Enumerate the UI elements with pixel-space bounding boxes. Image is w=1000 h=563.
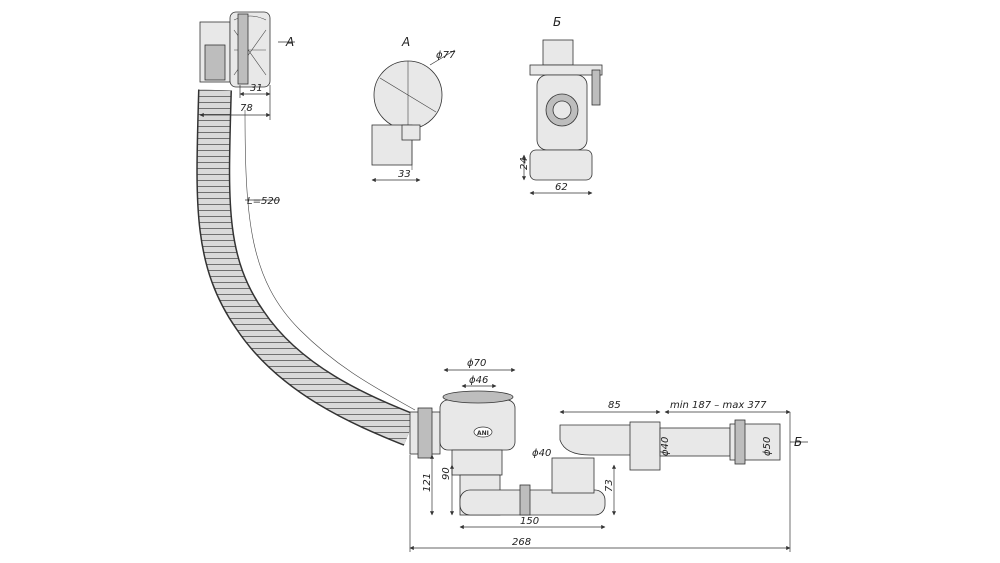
- dim-24: 24: [519, 157, 530, 170]
- dim-85: 85: [608, 400, 621, 411]
- dim-62: 62: [555, 182, 568, 193]
- overflow-assembly: [199, 11, 271, 88]
- dim-hose-length: L=520: [247, 196, 280, 207]
- waste-trap-assembly: [409, 390, 781, 516]
- waste-logo: ANI: [473, 426, 493, 438]
- dim-121: 121: [422, 473, 433, 492]
- view-a: [371, 49, 456, 183]
- dim-70: ϕ70: [467, 358, 486, 369]
- dim-range: min 187 – max 377: [670, 400, 767, 411]
- view-a-title: A: [401, 35, 410, 49]
- dim-73: 73: [604, 479, 615, 492]
- overflow-dims: [199, 41, 295, 201]
- view-marker-a: A: [285, 35, 294, 49]
- dim-78: 78: [240, 103, 253, 114]
- logo-text: ANI: [477, 430, 489, 437]
- dim-50: ϕ50: [762, 437, 773, 456]
- dim-40-b: ϕ40: [660, 437, 671, 456]
- dim-90: 90: [441, 467, 452, 480]
- dim-77: ϕ77: [436, 50, 456, 61]
- dim-46: ϕ46: [469, 375, 488, 386]
- view-marker-b: Б: [794, 435, 802, 449]
- dim-268: 268: [512, 537, 531, 548]
- bottom-dims: [409, 367, 808, 552]
- dim-33: 33: [398, 169, 411, 180]
- view-b-title: Б: [553, 15, 561, 29]
- dim-31: 31: [250, 83, 263, 94]
- dim-150: 150: [520, 516, 539, 527]
- dim-40-a: ϕ40: [532, 448, 551, 459]
- view-b: [521, 39, 603, 196]
